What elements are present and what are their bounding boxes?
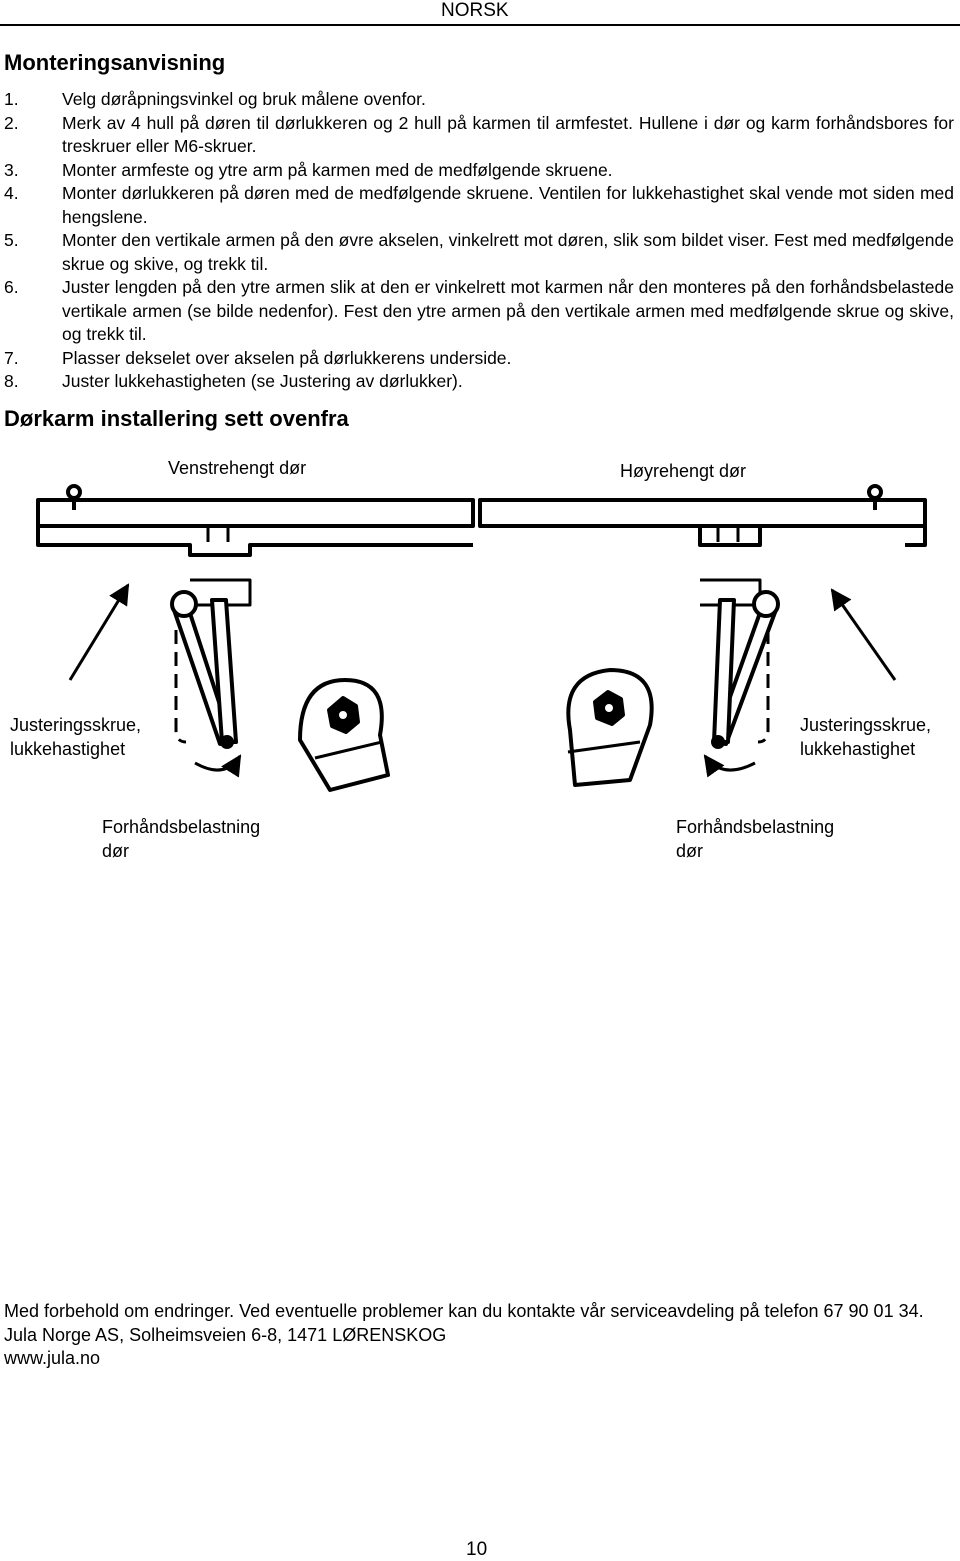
footer-disclaimer: Med forbehold om endringer. Ved eventuel…	[4, 1301, 924, 1321]
step-item: 6. Juster lengden på den ytre armen slik …	[4, 276, 954, 347]
preload-left-label: Forhåndsbelastning dør	[102, 817, 261, 861]
step-text: Monter dørlukkeren på døren med de medfø…	[62, 183, 954, 227]
step-number: 8.	[4, 371, 19, 391]
right-door-label: Høyrehengt dør	[620, 461, 747, 481]
step-number: 5.	[4, 230, 19, 250]
footer-address: Jula Norge AS, Solheimsveien 6-8, 1471 L…	[4, 1324, 447, 1345]
left-door-label: Venstrehengt dør	[168, 458, 307, 478]
step-item: 8. Juster lukkehastigheten (se Justering …	[4, 370, 954, 394]
step-number: 7.	[4, 347, 19, 368]
footer: Med forbehold om endringer. Ved eventuel…	[4, 1300, 954, 1371]
steps-list: 1. Velg døråpningsvinkel og bruk målene o…	[4, 88, 954, 394]
step-text: Monter armfeste og ytre arm på karmen me…	[62, 159, 613, 180]
diagram-arrows	[68, 583, 897, 778]
step-text: Plasser dekselet over akselen på dørlukk…	[62, 347, 512, 368]
step-number: 4.	[4, 183, 19, 203]
step-item: 1. Velg døråpningsvinkel og bruk målene o…	[4, 88, 954, 112]
adjust-screw-left-label: Justeringsskrue, lukkehastighet	[10, 715, 142, 759]
step-item: 4. Monter dørlukkeren på døren med de med…	[4, 182, 954, 229]
step-item: 3. Monter armfeste og ytre arm på karmen …	[4, 159, 954, 183]
adjust-screw-right-label: Justeringsskrue, lukkehastighet	[800, 715, 932, 759]
step-item: 2. Merk av 4 hull på døren til dørlukkere…	[4, 112, 954, 159]
right-closer-body	[566, 668, 654, 787]
step-text: Velg døråpningsvinkel og bruk målene ove…	[62, 89, 426, 109]
right-frame-shape	[478, 484, 927, 607]
footer-website: www.jula.no	[4, 1348, 101, 1368]
header-rule	[0, 24, 960, 26]
left-frame-shape	[36, 484, 475, 607]
left-closer-body	[298, 678, 390, 792]
preload-right-label: Forhåndsbelastning dør	[676, 817, 835, 861]
door-closer-diagram	[36, 484, 927, 792]
step-text: Juster lengden på den ytre armen slik at…	[62, 277, 954, 344]
step-item: 5. Monter den vertikale armen på den øvre…	[4, 229, 954, 276]
step-text: Juster lukkehastigheten (se Justering av…	[62, 371, 463, 391]
step-text: Monter den vertikale armen på den øvre a…	[62, 230, 954, 274]
diagram-title: Dørkarm installering sett ovenfra	[4, 406, 349, 431]
language-label: NORSK	[441, 0, 509, 21]
step-number: 3.	[4, 159, 19, 180]
step-number: 6.	[4, 277, 19, 297]
page-number: 10	[466, 1539, 488, 1560]
step-number: 2.	[4, 112, 19, 133]
instructions-title: Monteringsanvisning	[4, 50, 226, 75]
step-number: 1.	[4, 89, 19, 109]
step-item: 7. Plasser dekselet over akselen på dørlu…	[4, 347, 954, 371]
right-closer-arms	[711, 590, 780, 749]
step-text: Merk av 4 hull på døren til dørlukkeren …	[62, 112, 954, 157]
left-closer-arms	[170, 590, 238, 749]
